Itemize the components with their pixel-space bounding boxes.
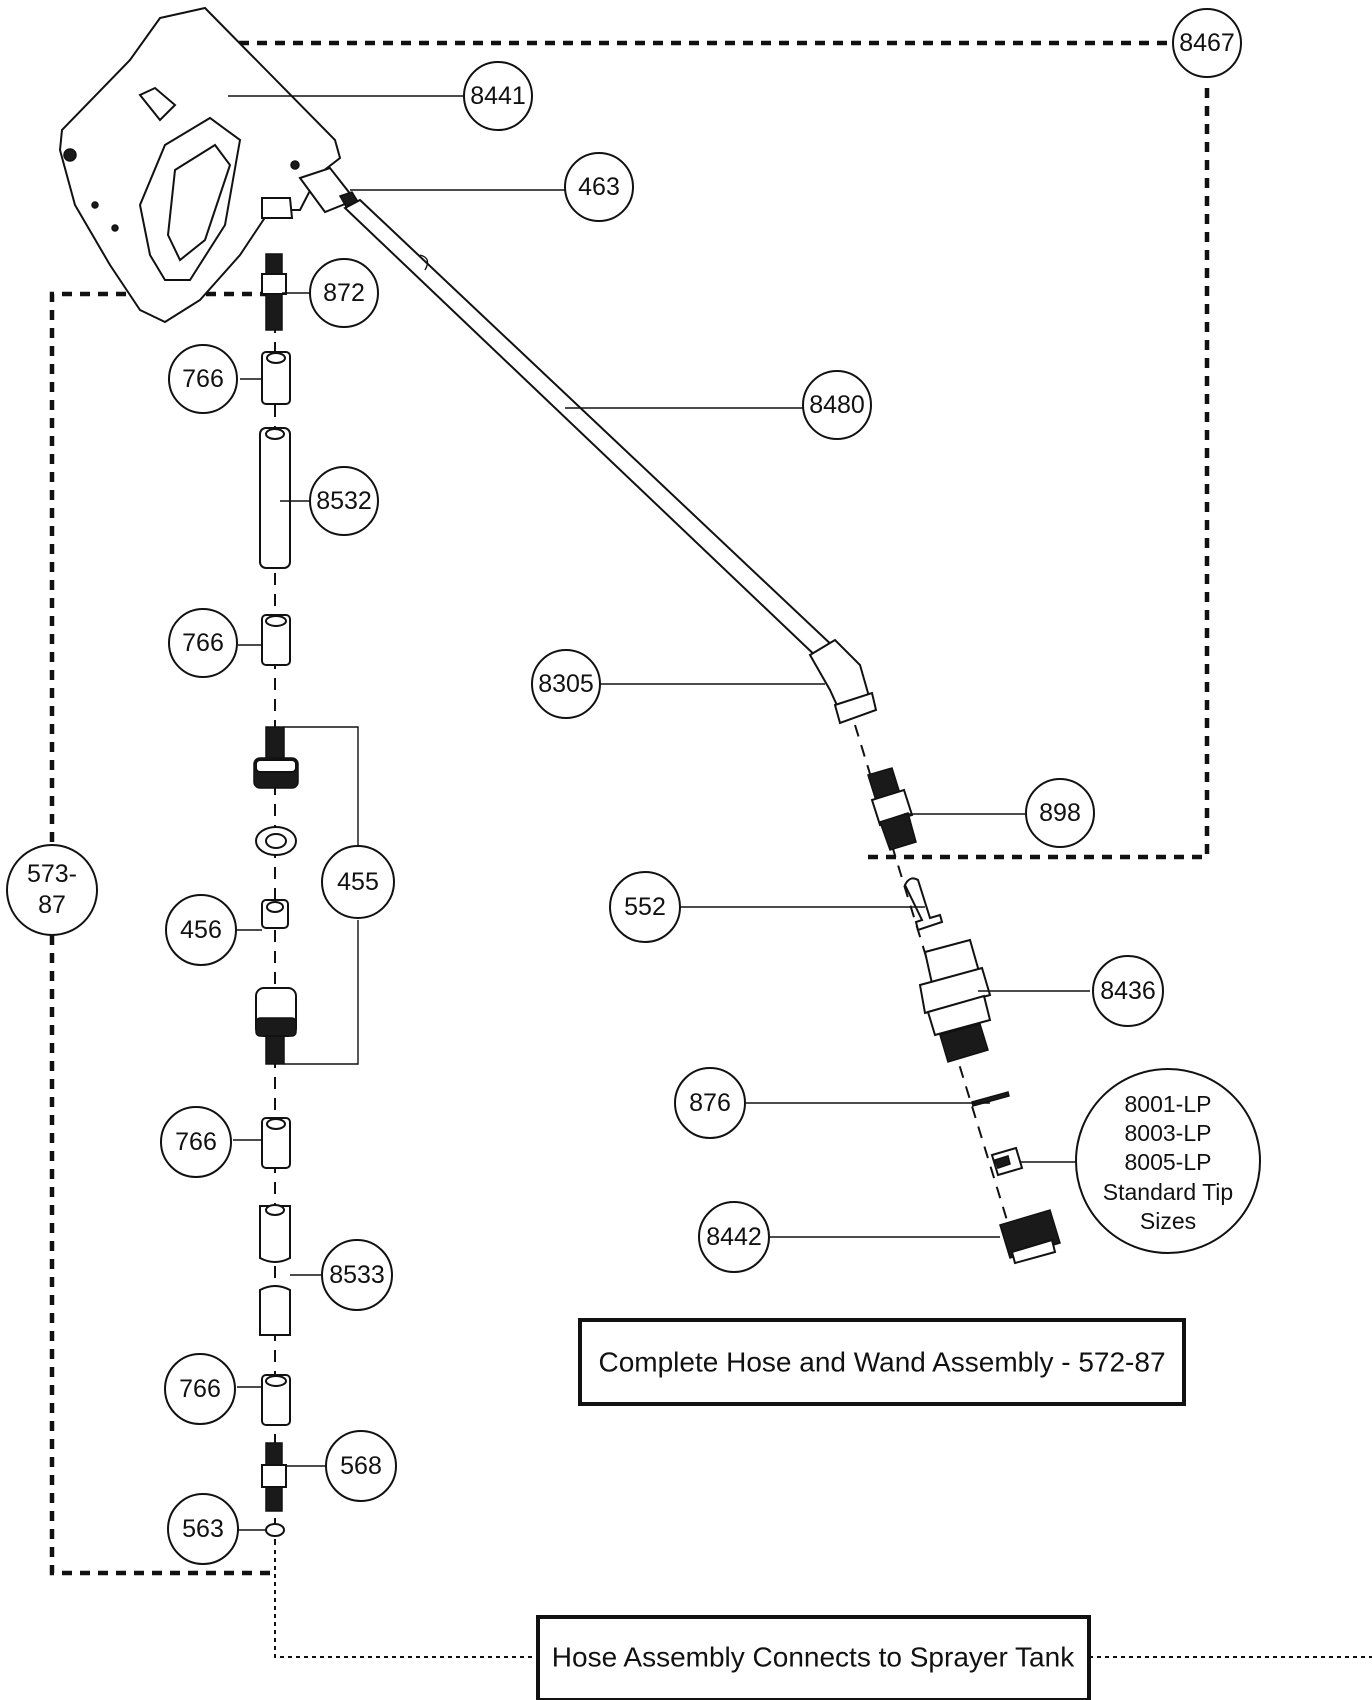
callout-552: 552	[609, 871, 681, 943]
leader-lines	[228, 95, 1090, 1531]
svg-text:568: 568	[340, 1452, 382, 1480]
callout-8480: 8480	[802, 370, 872, 440]
callout-463: 463	[564, 152, 634, 222]
ferrule-766-b	[261, 614, 291, 666]
ferrule-766-a	[261, 351, 291, 405]
callout-766-c: 766	[160, 1106, 232, 1178]
spray-tip	[990, 1146, 1024, 1177]
callout-8533: 8533	[321, 1239, 393, 1311]
svg-text:766: 766	[175, 1128, 217, 1156]
swivel-455-bottom	[255, 987, 297, 1065]
o-ring-563	[265, 1523, 285, 1537]
svg-text:876: 876	[689, 1089, 731, 1117]
callout-563: 563	[167, 1493, 239, 1565]
svg-text:463: 463	[578, 173, 620, 201]
spray-gun-handle	[58, 6, 342, 324]
svg-text:8480: 8480	[809, 391, 865, 419]
svg-text:766: 766	[182, 365, 224, 393]
svg-text:8532: 8532	[316, 487, 372, 515]
fitting-568	[261, 1442, 287, 1512]
callout-8436: 8436	[1092, 955, 1164, 1027]
callout-8467: 8467	[1172, 8, 1242, 78]
callout-456: 456	[165, 894, 237, 966]
check-valve	[918, 938, 992, 1063]
svg-text:872: 872	[323, 279, 365, 307]
callout-766-b: 766	[168, 608, 238, 678]
svg-text:8001-LP: 8001-LP	[1125, 1091, 1212, 1117]
hose-8532	[259, 427, 291, 569]
svg-text:456: 456	[180, 916, 222, 944]
svg-text:552: 552	[624, 893, 666, 921]
callout-8442: 8442	[698, 1201, 770, 1273]
svg-text:8533: 8533	[329, 1261, 385, 1289]
swivel-washer	[255, 826, 297, 856]
svg-text:Sizes: Sizes	[1140, 1208, 1196, 1234]
svg-text:Complete Hose and Wand Assembl: Complete Hose and Wand Assembly - 572-87	[598, 1347, 1165, 1378]
svg-text:8467: 8467	[1179, 29, 1235, 57]
svg-text:455: 455	[337, 868, 379, 896]
hose-path	[274, 1550, 1372, 1658]
callout-568: 568	[325, 1430, 397, 1502]
hose-label-box: Hose Assembly Connects to Sprayer Tank	[536, 1615, 1091, 1700]
svg-text:8436: 8436	[1100, 977, 1156, 1005]
strainer	[903, 877, 944, 932]
callout-8305: 8305	[531, 649, 601, 719]
hose-8533	[259, 1204, 291, 1336]
callout-8441: 8441	[463, 61, 533, 131]
callout-766-d: 766	[164, 1353, 236, 1425]
svg-text:766: 766	[179, 1375, 221, 1403]
svg-text:87: 87	[38, 891, 66, 919]
insert-456	[261, 899, 289, 929]
swivel-455-top	[253, 726, 299, 789]
svg-text:Standard Tip: Standard Tip	[1103, 1179, 1233, 1205]
callout-876: 876	[674, 1067, 746, 1139]
svg-text:766: 766	[182, 629, 224, 657]
gasket	[971, 1091, 1010, 1107]
callout-tip-sizes: 8001-LP 8003-LP 8005-LP Standard Tip Siz…	[1075, 1068, 1261, 1254]
svg-text:8442: 8442	[706, 1223, 762, 1251]
frame-8467	[185, 40, 1210, 860]
callout-898: 898	[1025, 778, 1095, 848]
wand-tube	[343, 198, 839, 664]
frame-573-87	[49, 291, 270, 1576]
svg-text:Hose Assembly Connects to Spra: Hose Assembly Connects to Sprayer Tank	[552, 1642, 1075, 1673]
callout-455: 455	[321, 845, 395, 919]
assembly-label-box: Complete Hose and Wand Assembly - 572-87	[578, 1318, 1186, 1406]
coupler	[867, 767, 917, 851]
svg-text:8441: 8441	[470, 82, 526, 110]
tip-cap	[999, 1209, 1061, 1265]
svg-text:563: 563	[182, 1515, 224, 1543]
svg-text:573-: 573-	[27, 860, 77, 888]
ferrule-766-c	[261, 1117, 291, 1169]
svg-text:8005-LP: 8005-LP	[1125, 1149, 1212, 1175]
svg-text:898: 898	[1039, 799, 1081, 827]
callout-573-87: 573- 87	[6, 844, 98, 936]
fitting-872	[261, 253, 287, 331]
wand-elbow	[808, 638, 878, 725]
ferrule-766-d	[261, 1374, 291, 1426]
svg-text:8305: 8305	[538, 670, 594, 698]
callout-766-a: 766	[168, 344, 238, 414]
svg-text:8003-LP: 8003-LP	[1125, 1120, 1212, 1146]
callout-8532: 8532	[309, 466, 379, 536]
callout-872: 872	[309, 258, 379, 328]
